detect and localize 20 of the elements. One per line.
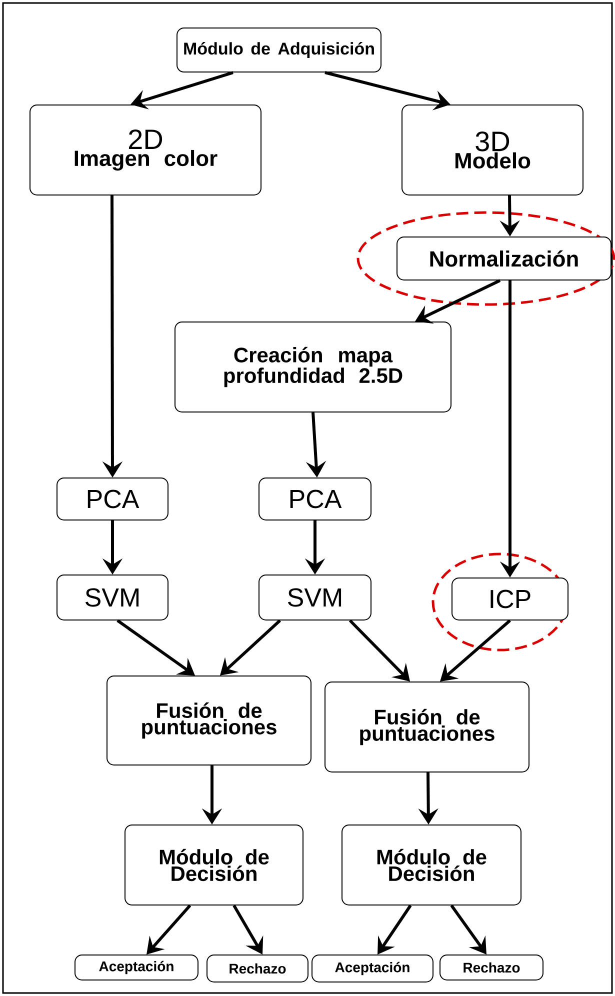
process-box: SVM	[56, 574, 168, 620]
process-box: 3D Modelo	[402, 104, 584, 196]
process-box: 2D Imagen color	[30, 104, 262, 196]
node-label: Normalización	[430, 250, 578, 267]
arrow	[348, 619, 410, 682]
process-box: Módulo de Adquisición	[176, 28, 382, 72]
process-box: ICP	[452, 578, 568, 620]
process-box: Aceptación	[312, 954, 434, 982]
process-box: SVM	[258, 574, 372, 620]
process-box: PCA	[258, 478, 372, 520]
process-box: Aceptación	[74, 954, 198, 980]
process-box: PCA	[56, 478, 168, 520]
process-box: Módulo de Decisión	[342, 824, 522, 906]
process-box: Fusión de puntuaciones	[106, 676, 312, 766]
process-box: Fusión de puntuaciones	[324, 682, 530, 772]
process-box: Rechazo	[440, 954, 544, 980]
process-box: Normalización	[396, 236, 612, 280]
process-box: Módulo de Decisión	[124, 824, 304, 906]
process-box: Creación mapa profundidad 2.5D	[174, 322, 452, 412]
process-box: Rechazo	[206, 954, 308, 982]
